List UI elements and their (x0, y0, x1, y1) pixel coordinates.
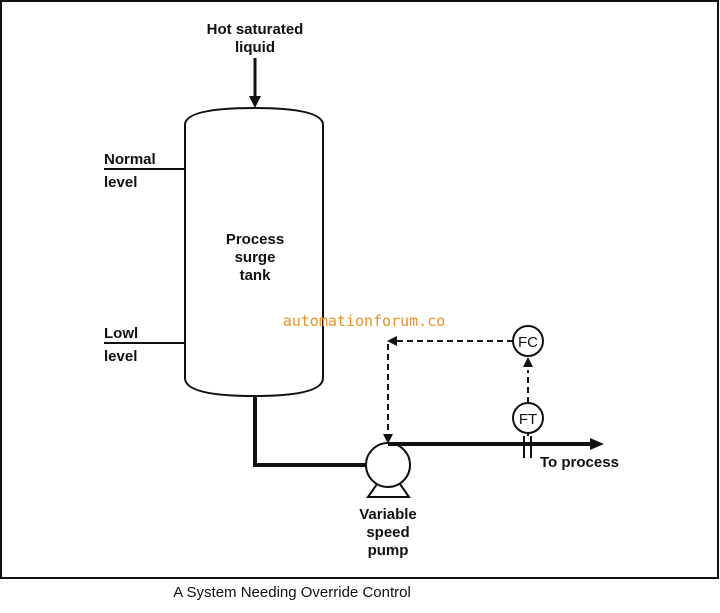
inlet-label-line1: Hot saturated (207, 21, 304, 38)
discharge-arrowhead (590, 438, 604, 450)
fc-to-pump-arrowhead (383, 434, 393, 444)
pump-label-line1: Variable (359, 506, 417, 523)
tank-label-line2: surge (235, 249, 276, 266)
tank-outlet-pipe (253, 396, 366, 467)
outlet-label: To process (540, 454, 619, 471)
watermark: automationforum.co (283, 312, 446, 330)
inlet-label-line2: liquid (235, 39, 275, 56)
variable-speed-pump (365, 442, 411, 488)
diagram-frame (0, 0, 719, 579)
fc-output-corner-arrowhead (387, 336, 397, 346)
normal-level-label-line1: Normal (104, 151, 156, 168)
figure-caption: A System Needing Override Control (173, 584, 411, 601)
flow-transmitter-tag: FT (519, 411, 537, 428)
pump-label-line2: speed (366, 524, 409, 541)
inlet-arrowhead (249, 96, 261, 108)
ft-to-fc-arrowhead (523, 357, 533, 367)
surge-tank (184, 106, 324, 398)
tank-label-line1: Process (226, 231, 284, 248)
normal-level-label-line2: level (104, 174, 137, 191)
low-level-label-line1: Lowl (104, 325, 138, 342)
pump-label-line3: pump (368, 542, 409, 559)
tank-label-line3: tank (240, 267, 272, 284)
flow-controller-tag: FC (518, 334, 538, 351)
low-level-label-line2: level (104, 348, 137, 365)
